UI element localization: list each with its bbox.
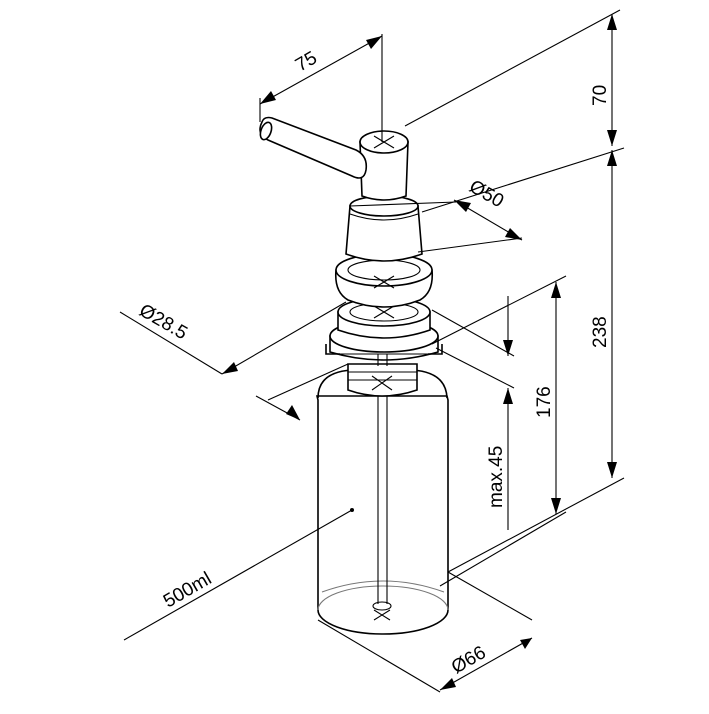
bottle [315,369,449,635]
label-below-counter: 176 [534,386,555,418]
dim-below-counter: 176 [431,275,567,587]
pump-head [259,116,423,262]
neck-assembly [325,253,443,397]
label-max-thickness: max.45 [486,446,507,508]
label-volume: 500ml [160,568,215,612]
label-total-height: 238 [590,316,611,348]
label-head-diameter: Ø50 [466,176,508,212]
label-bottle-diameter: Ø66 [448,642,490,678]
dim-max-thickness: max.45 [431,296,515,530]
label-head-height: 70 [590,85,611,106]
dim-neck-diameter: Ø28.5 [119,300,349,421]
dim-head-diameter: Ø50 [349,176,523,253]
dim-total-height: 238 [447,150,625,573]
dim-head-height: 70 [404,9,625,213]
